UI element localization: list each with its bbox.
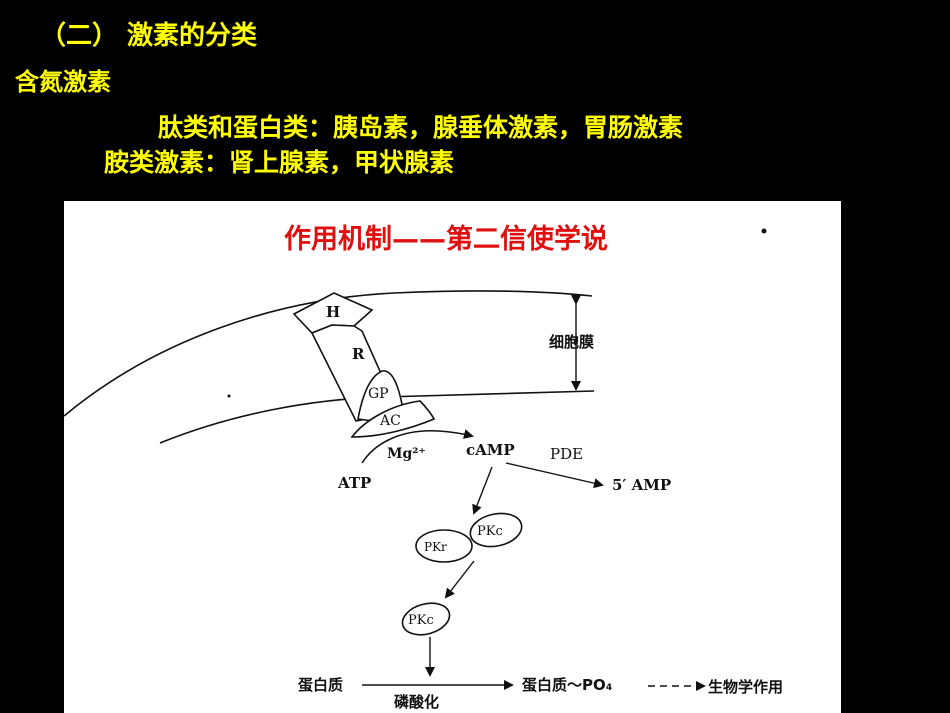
speck-dot — [227, 394, 231, 398]
protein-po4-label: 蛋白质～PO₄ — [522, 676, 612, 694]
pkc-top-label: PKc — [477, 524, 503, 539]
phosphorylation-label: 磷酸化 — [394, 693, 439, 711]
camp-to-5amp-arrow — [505, 462, 604, 489]
camp-label: cAMP — [466, 441, 515, 459]
section-title: （二） 激素的分类 — [40, 21, 258, 51]
mg-label: Mg²⁺ — [387, 446, 426, 462]
pkc-bottom-ellipse — [401, 602, 451, 636]
pde-label: PDE — [550, 445, 583, 463]
speck-dot — [761, 228, 767, 234]
protein-label: 蛋白质 — [298, 676, 343, 694]
diagram-title: 作用机制——第二信使学说 — [284, 224, 608, 255]
mechanism-diagram: 细胞膜 H R GP AC Mg²⁺ ATP cAMP PDE 5′ AMP P… — [64, 228, 783, 711]
5amp-label: 5′ AMP — [612, 476, 671, 494]
bio-effect-label: 生物学作用 — [708, 678, 783, 696]
pkc-bottom-label: PKc — [408, 613, 434, 628]
membrane-outer-line — [64, 290, 593, 417]
diagram-panel: 作用机制——第二信使学说 细胞膜 H R GP AC Mg²⁺ ATP cAMP — [64, 201, 841, 713]
receptor-label: R — [352, 345, 365, 363]
subtitle: 含氮激素 — [15, 68, 111, 96]
amine-hormones-line: 胺类激素：肾上腺素，甲状腺素 — [104, 148, 455, 177]
pk-to-pkc-arrow — [444, 560, 475, 599]
membrane-label: 细胞膜 — [549, 333, 594, 351]
pkr-label: PKr — [424, 540, 447, 554]
ac-label: AC — [379, 413, 401, 429]
atp-to-camp-arrow — [361, 429, 474, 464]
peptide-hormones-line: 肽类和蛋白类：胰岛素，腺垂体激素，胃肠激素 — [158, 113, 684, 142]
atp-label: ATP — [337, 474, 371, 492]
ac-shape — [350, 400, 436, 438]
gp-label: GP — [368, 386, 389, 402]
pkc-top-ellipse — [469, 512, 523, 548]
pkr-ellipse — [415, 529, 473, 563]
camp-to-pk-arrow — [472, 466, 493, 515]
hormone-label: H — [326, 303, 340, 321]
